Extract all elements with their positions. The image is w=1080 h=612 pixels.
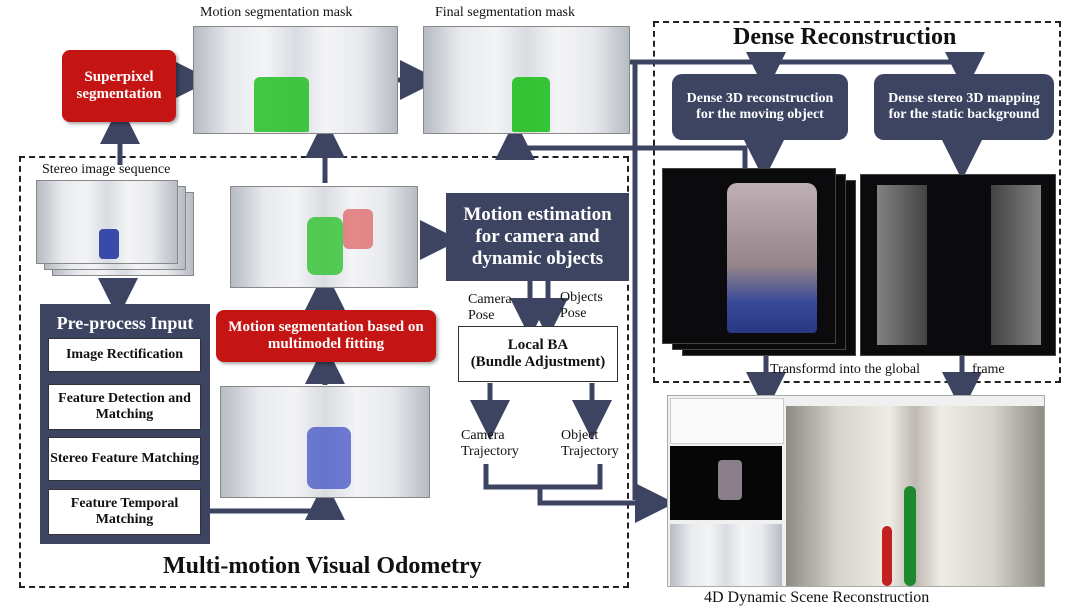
motion-segmentation-mask-image bbox=[193, 26, 398, 134]
motion-segmentation-box: Motion segmentation based on multimodel … bbox=[216, 310, 436, 362]
object-trajectory-curve bbox=[904, 486, 916, 586]
stereo-frame-front bbox=[36, 180, 178, 264]
moving-object-render bbox=[662, 168, 836, 344]
superpixel-segmentation-box: Superpixel segmentation bbox=[62, 50, 176, 122]
scene-4d-window bbox=[667, 395, 1045, 587]
motion-estimation-box: Motion estimation for camera and dynamic… bbox=[446, 193, 629, 281]
static-background-render bbox=[860, 174, 1056, 356]
preprocess-item-temporal-matching: Feature Temporal Matching bbox=[48, 489, 201, 535]
feature-points-image bbox=[220, 386, 430, 498]
scene-4d-caption: 4D Dynamic Scene Reconstruction bbox=[704, 589, 930, 606]
bundle-adjustment-label: (Bundle Adjustment) bbox=[470, 354, 606, 370]
scene-4d-camera-view bbox=[670, 524, 782, 586]
local-ba-box: Local BA (Bundle Adjustment) bbox=[458, 326, 618, 382]
multi-motion-vo-title: Multi-motion Visual Odometry bbox=[163, 553, 482, 579]
camera-trajectory-curve bbox=[882, 526, 892, 586]
camera-pose-label: Camera Pose bbox=[468, 292, 512, 324]
superpixel-label: Superpixel segmentation bbox=[76, 68, 162, 102]
robot-shape bbox=[99, 229, 119, 259]
scene-4d-main-view bbox=[786, 406, 1044, 586]
camera-trajectory-label: Camera Trajectory bbox=[461, 428, 519, 460]
dense-moving-object-box: Dense 3D reconstruction for the moving o… bbox=[672, 74, 848, 140]
dense-reconstruction-region bbox=[653, 21, 1061, 383]
object-point-cloud bbox=[727, 183, 817, 333]
final-segmentation-mask-image bbox=[423, 26, 630, 134]
preprocess-item-feature-detection: Feature Detection and Matching bbox=[48, 384, 201, 430]
red-points bbox=[343, 209, 373, 249]
dense-static-background-box: Dense stereo 3D mapping for the static b… bbox=[874, 74, 1054, 140]
green-mask-blob bbox=[254, 77, 309, 132]
green-mask-blob bbox=[512, 77, 550, 132]
scene-4d-info-panel bbox=[670, 398, 784, 444]
stereo-sequence-caption: Stereo image sequence bbox=[42, 162, 171, 177]
preprocess-item-stereo-matching: Stereo Feature Matching bbox=[48, 437, 201, 481]
corridor-left-wall bbox=[877, 185, 927, 345]
scene-4d-object-view bbox=[670, 446, 782, 520]
preprocess-item-image-rectification: Image Rectification bbox=[48, 338, 201, 372]
object-trajectory-label: Object Trajectory bbox=[561, 428, 619, 460]
preprocess-title: Pre-process Input bbox=[56, 313, 194, 333]
objects-pose-label: Objects Pose bbox=[560, 290, 603, 322]
frame-label: frame bbox=[972, 362, 1005, 377]
corridor-right-wall bbox=[991, 185, 1041, 345]
dense-reconstruction-title: Dense Reconstruction bbox=[733, 24, 957, 50]
local-ba-label: Local BA bbox=[507, 337, 569, 353]
transform-global-label: Transformd into the global bbox=[770, 362, 920, 377]
blue-feature-points bbox=[307, 427, 351, 489]
motion-seg-overlay-image bbox=[230, 186, 418, 288]
final-mask-caption: Final segmentation mask bbox=[435, 5, 575, 20]
green-points bbox=[307, 217, 343, 275]
motion-mask-caption: Motion segmentation mask bbox=[200, 5, 353, 20]
